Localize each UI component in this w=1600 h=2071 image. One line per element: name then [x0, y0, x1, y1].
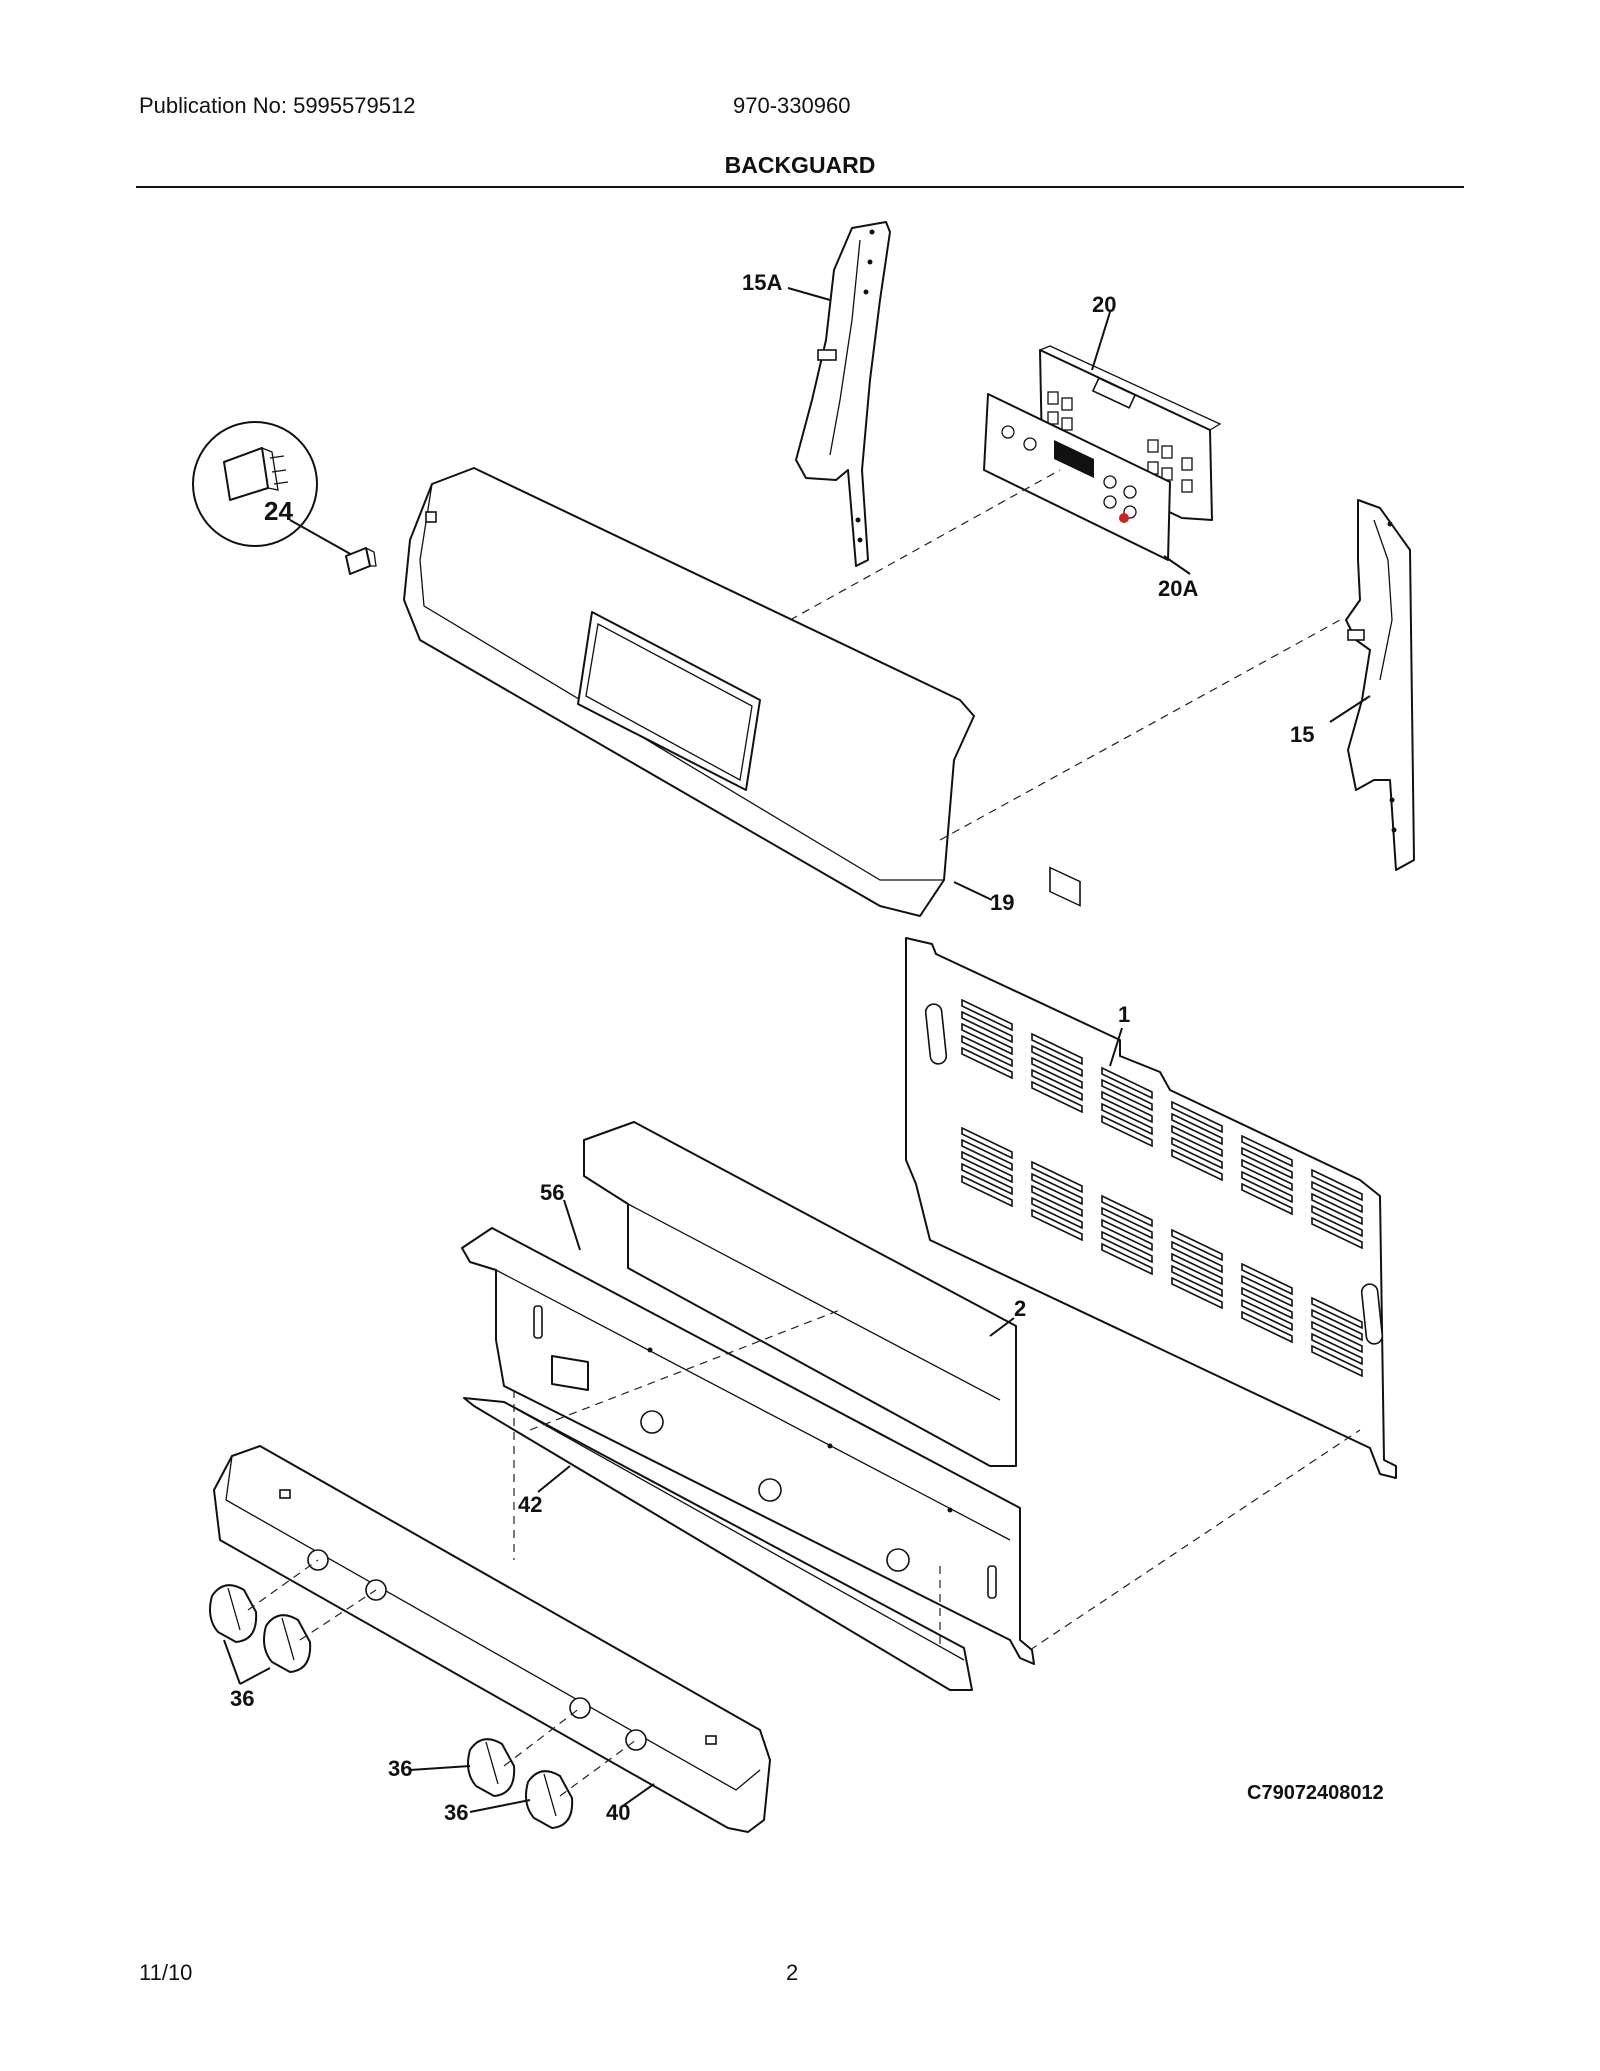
side-bracket-15: [1345, 499, 1415, 871]
louver-slot: [1101, 1242, 1153, 1276]
louver-slot: [1171, 1228, 1223, 1262]
callout-36: 36: [444, 1800, 468, 1825]
louver-slot: [1101, 1230, 1153, 1264]
louver-slot: [1241, 1146, 1293, 1180]
louver-slot: [1171, 1100, 1223, 1134]
louver-slot: [1171, 1240, 1223, 1274]
leader-lines: [223, 287, 1371, 1813]
control-overlay-20a: [983, 393, 1171, 561]
callout-1: 1: [1118, 1002, 1130, 1027]
alignment-lines: [247, 469, 1361, 1797]
louver-slot: [1311, 1204, 1363, 1238]
control-knob-36: [209, 1584, 258, 1643]
callout-24: 24: [264, 496, 293, 526]
louver-slot: [1311, 1308, 1363, 1342]
callout-19: 19: [990, 890, 1014, 915]
control-knob-36: [525, 1770, 574, 1829]
louver-slot: [1311, 1344, 1363, 1378]
louver-slot: [1311, 1296, 1363, 1330]
callout-36: 36: [388, 1756, 412, 1781]
louver-slot: [1031, 1056, 1083, 1090]
control-knob-36: [467, 1738, 516, 1797]
louver-slot: [1311, 1320, 1363, 1354]
louver-slot: [1101, 1066, 1153, 1100]
louver-slot: [1171, 1112, 1223, 1146]
louver-slot: [1101, 1090, 1153, 1124]
louver-slot: [1241, 1170, 1293, 1204]
louver-slot: [961, 1162, 1013, 1196]
louver-slot: [961, 1126, 1013, 1160]
louver-slot: [1241, 1298, 1293, 1332]
louver-slot: [1101, 1206, 1153, 1240]
louver-slot: [1031, 1208, 1083, 1242]
louver-slot: [1101, 1102, 1153, 1136]
louver-slot: [1171, 1252, 1223, 1286]
louver-slot: [1101, 1114, 1153, 1148]
louver-slot: [1031, 1080, 1083, 1114]
louver-slot: [1101, 1218, 1153, 1252]
callout-42: 42: [518, 1492, 542, 1517]
backguard-panel-19: [403, 467, 975, 917]
louver-slot: [1101, 1194, 1153, 1228]
louver-slot: [1241, 1286, 1293, 1320]
louver-slot: [1171, 1276, 1223, 1310]
callout-56: 56: [540, 1180, 564, 1205]
control-knob-36: [263, 1614, 312, 1673]
louver-slot: [1311, 1192, 1363, 1226]
louver-slot: [961, 1034, 1013, 1068]
louver-slot: [1241, 1134, 1293, 1168]
louver-slot: [961, 1022, 1013, 1056]
callout-15: 15: [1290, 722, 1314, 747]
model-number: 970-330960: [733, 93, 851, 118]
callout-15a: 15A: [742, 270, 782, 295]
callout-36: 36: [230, 1686, 254, 1711]
louver-slot: [1311, 1180, 1363, 1214]
louver-slot: [1031, 1032, 1083, 1066]
callout-20: 20: [1092, 292, 1116, 317]
louver-slot: [1241, 1262, 1293, 1296]
diagram-code: C79072408012: [1247, 1782, 1384, 1804]
louver-slot: [1031, 1196, 1083, 1230]
page-number: 2: [786, 1960, 799, 1985]
louver-slot: [961, 1010, 1013, 1044]
louver-slot: [961, 1138, 1013, 1172]
louver-slot: [1311, 1332, 1363, 1366]
callout-40: 40: [606, 1800, 630, 1825]
rear-panel-1: [905, 937, 1397, 1479]
louver-slot: [1171, 1264, 1223, 1298]
rocker-switch-24: [192, 421, 377, 575]
louver-slot: [1171, 1124, 1223, 1158]
louver-slot: [961, 1046, 1013, 1080]
louver-slot: [1241, 1158, 1293, 1192]
page-title: BACKGUARD: [724, 152, 876, 178]
clock-control-board-20: [1039, 345, 1222, 907]
louver-slot: [1031, 1068, 1083, 1102]
louver-slot: [1241, 1310, 1293, 1344]
callout-2: 2: [1014, 1296, 1026, 1321]
louver-slot: [1101, 1078, 1153, 1112]
louver-slot: [1171, 1148, 1223, 1182]
callout-20a: 20A: [1158, 576, 1198, 601]
header-rule: [136, 186, 1464, 188]
control-bracket-56: [461, 1227, 1035, 1665]
cover-panel-2: [583, 1121, 1017, 1467]
louver-slot: [961, 1174, 1013, 1208]
side-bracket-15a: [795, 221, 891, 567]
louver-slot: [1311, 1216, 1363, 1250]
publication-number: Publication No: 5995579512: [139, 93, 416, 118]
louver-slot: [961, 998, 1013, 1032]
louver-slot: [1241, 1274, 1293, 1308]
louver-slot: [1031, 1044, 1083, 1078]
louver-slot: [1031, 1172, 1083, 1206]
footer-date: 11/10: [139, 1960, 193, 1985]
louver-slot: [1031, 1184, 1083, 1218]
louver-slot: [1311, 1168, 1363, 1202]
louver-slot: [1241, 1182, 1293, 1216]
louver-slot: [961, 1150, 1013, 1184]
trim-strip-42: [463, 1397, 973, 1691]
louver-slot: [1171, 1136, 1223, 1170]
louver-slot: [1031, 1160, 1083, 1194]
